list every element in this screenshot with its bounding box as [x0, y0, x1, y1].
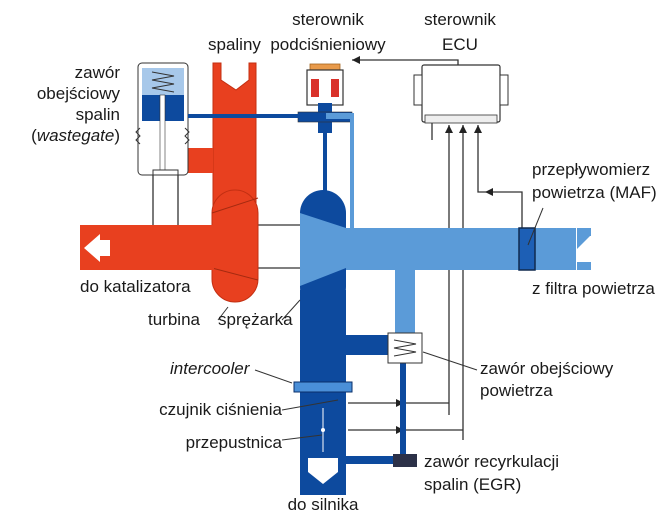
ecu-label-2: ECU — [442, 35, 478, 54]
controller-bypass-hose — [350, 113, 354, 228]
vacuum-controller — [297, 63, 354, 133]
signal-arrowheads — [352, 56, 493, 434]
shaft-housing-lines — [258, 224, 300, 269]
intercooler-label: intercooler — [170, 359, 251, 378]
arrow-from-filter-icon — [577, 236, 590, 249]
intercooler — [293, 381, 353, 393]
bypass-riser — [395, 270, 415, 345]
to-engine-label: do silnika — [288, 495, 359, 514]
ecu-label-1: sterownik — [424, 10, 496, 29]
bypass-rod — [400, 360, 406, 460]
exhaust-gas-label: spaliny — [208, 35, 261, 54]
ecu-unit — [413, 64, 509, 124]
intake-side — [346, 227, 591, 364]
arrow-to-catalyst-icon — [84, 234, 110, 262]
charge-air-side — [213, 113, 417, 495]
bypass-branch — [346, 335, 388, 355]
wastegate-vacuum-hose — [213, 114, 299, 118]
vacuum-controller-label-2: podciśnieniowy — [270, 35, 386, 54]
compressor-label: sprężarka — [218, 310, 293, 329]
wastegate-label-1: zawór — [75, 63, 121, 82]
air-bypass-valve-label-1: zawór obejściowy — [480, 359, 614, 378]
air-bypass-valve-label-2: powietrza — [480, 381, 553, 400]
wastegate-label-3: spalin — [76, 105, 120, 124]
egr-valve-label-2: spalin (EGR) — [424, 475, 521, 494]
wastegate-valve — [135, 62, 213, 176]
to-catalyst-label: do katalizatora — [80, 277, 191, 296]
egr-branch — [346, 456, 396, 464]
egr-valve-label-1: zawór recyrkulacji — [424, 452, 559, 471]
turbine-housing — [211, 189, 259, 303]
arrow-to-engine-icon — [308, 458, 338, 484]
paren: ( — [31, 126, 37, 145]
svg-text:zawór: zawór — [75, 63, 121, 82]
wastegate-italic-label: wastegate — [37, 126, 115, 145]
svg-text:(wastegate): (wastegate) — [31, 126, 120, 145]
maf-label-2: powietrza (MAF) — [532, 183, 657, 202]
air-bypass-valve — [387, 332, 423, 364]
svg-text:obejściowy: obejściowy — [37, 84, 121, 103]
labels: zawór obejściowy spalin (wastegate) spal… — [31, 10, 657, 514]
pressure-sensor-label: czujnik ciśnienia — [159, 400, 282, 419]
wastegate-stem-lines — [152, 175, 179, 228]
svg-text:spalin: spalin — [76, 105, 120, 124]
egr-valve — [393, 454, 417, 467]
ecu-input-line-maf — [477, 125, 523, 228]
paren: ) — [114, 126, 120, 145]
maf-label-1: przepływomierz — [532, 160, 650, 179]
wastegate-label-2: obejściowy — [37, 84, 121, 103]
turbine-label: turbina — [148, 310, 201, 329]
from-air-filter-label: z filtra powietrza — [532, 279, 655, 298]
leader-lines — [217, 207, 544, 441]
intake-pipe — [346, 228, 576, 270]
vacuum-controller-label-1: sterownik — [292, 10, 364, 29]
controller-down-hose — [323, 133, 327, 193]
throttle-label: przepustnica — [186, 433, 283, 452]
